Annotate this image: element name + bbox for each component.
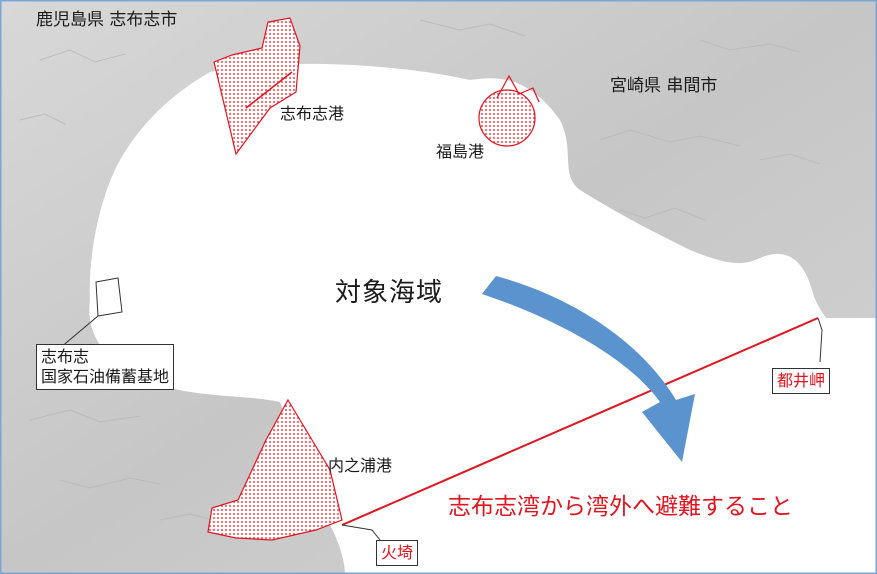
oil-base-line2: 国家石油備蓄基地 bbox=[41, 367, 170, 386]
oil-base-callout: 志布志 国家石油備蓄基地 bbox=[36, 344, 175, 390]
boundary-line bbox=[341, 317, 819, 526]
oil-base-line1: 志布志 bbox=[41, 347, 90, 366]
fukushima-pier bbox=[496, 74, 540, 103]
port-label-shibushi: 志布志港 bbox=[280, 104, 345, 123]
toimisaki-leader bbox=[817, 317, 823, 363]
evacuation-instruction: 志布志湾から湾外へ避難すること bbox=[448, 494, 793, 520]
cape-label-hisaki: 火埼 bbox=[376, 540, 419, 566]
oil-base-leader bbox=[59, 315, 99, 349]
shibushi-port-restricted bbox=[213, 17, 301, 156]
uchinoura-port-restricted bbox=[207, 398, 343, 541]
oil-base-area bbox=[95, 277, 123, 317]
target-area-label: 対象海域 bbox=[335, 278, 444, 308]
port-label-fukushima: 福島港 bbox=[436, 142, 485, 161]
port-label-uchinoura: 内之浦港 bbox=[328, 456, 393, 475]
cape-label-toimisaki: 都井岬 bbox=[772, 368, 831, 394]
terrain-relief bbox=[19, 19, 821, 523]
evacuation-arrow bbox=[482, 276, 695, 462]
region-label-miyazaki: 宮崎県 串間市 bbox=[610, 76, 718, 96]
shibushi-breakwater bbox=[245, 71, 293, 109]
region-label-kagoshima: 鹿児島県 志布志市 bbox=[36, 10, 178, 30]
hisaki-leader bbox=[341, 524, 381, 541]
fukushima-port-restricted bbox=[478, 89, 536, 147]
